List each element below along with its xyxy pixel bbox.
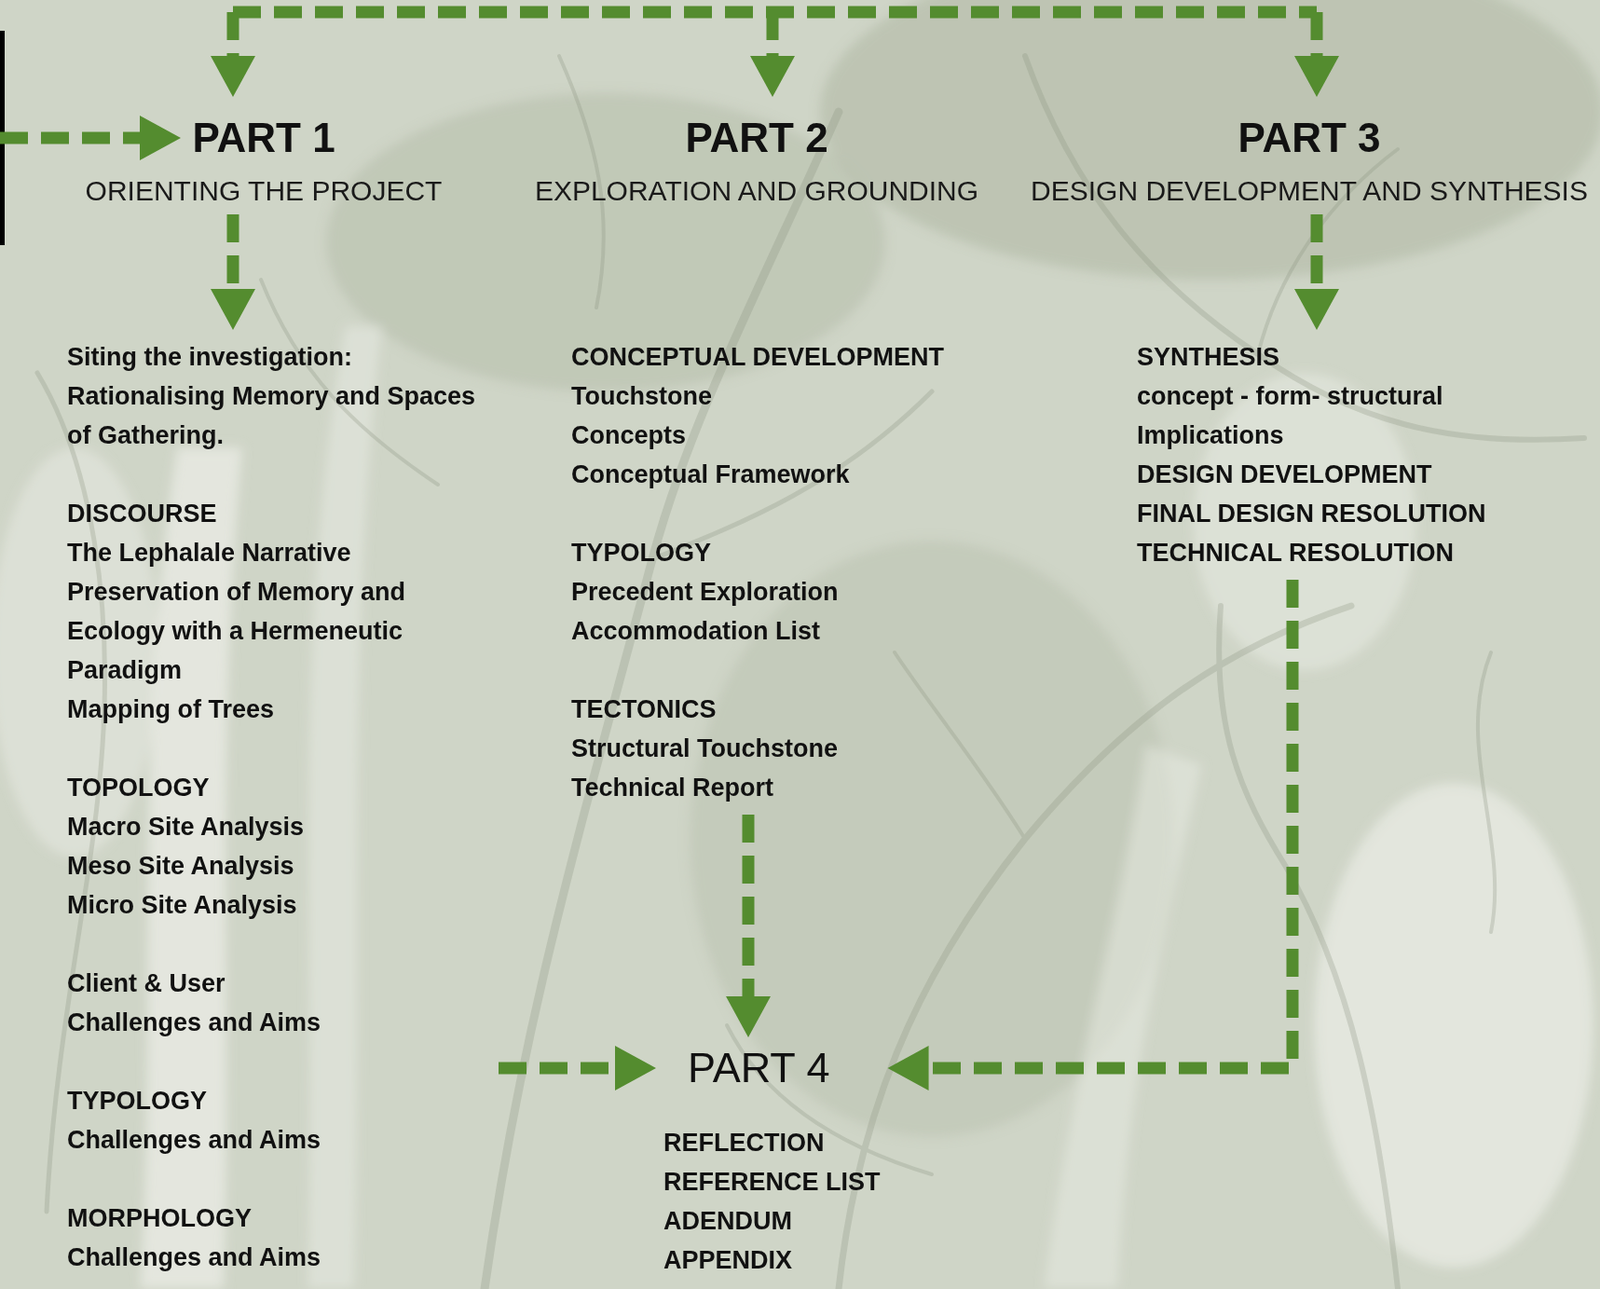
part-subtitle: ORIENTING THE PROJECT <box>85 175 443 207</box>
list-item: Technical Report <box>571 767 1019 807</box>
list-item: Concepts <box>571 415 1019 455</box>
list-item: Challenges and Aims <box>67 1120 492 1160</box>
dashed-line <box>927 579 1293 1068</box>
list-item: DESIGN DEVELOPMENT <box>1136 454 1529 494</box>
arrow-head <box>210 288 256 330</box>
dashed-arrow <box>498 1045 657 1091</box>
list-item: Mapping of Trees <box>67 689 492 729</box>
dashed-line <box>498 1062 617 1075</box>
arrow-head <box>139 115 181 161</box>
list-item: SYNTHESIS <box>1136 337 1529 377</box>
list-item: REFERENCE LIST <box>663 1162 881 1202</box>
arrow-head <box>725 996 771 1038</box>
list-item: FINAL DESIGN RESOLUTION <box>1136 493 1529 534</box>
arrow-head <box>1294 288 1340 330</box>
list-item: TYPOLOGY <box>571 533 1019 573</box>
arrow-head <box>210 55 256 97</box>
dashed-arrow <box>725 814 771 1038</box>
part-title: PART 3 <box>1030 114 1588 162</box>
dashed-arrow <box>210 214 256 330</box>
part-heading: PART 3 DESIGN DEVELOPMENT AND SYNTHESIS <box>1030 114 1588 207</box>
list-item: REFLECTION <box>663 1122 881 1163</box>
part-heading: PART 4 REFLECTIONREFERENCE LISTADENDUMAPP… <box>663 1044 881 1280</box>
topic-list: CONCEPTUAL DEVELOPMENTTouchstoneConcepts… <box>571 337 1019 807</box>
list-item: Structural Touchstone <box>571 728 1019 768</box>
dashed-line <box>227 214 240 291</box>
list-item: ADENDUM <box>663 1201 881 1241</box>
list-item: DISCOURSE <box>67 493 492 534</box>
list-item: TOPOLOGY <box>67 767 492 807</box>
dashed-line <box>1311 214 1324 291</box>
list-item: Preservation of Memory and Ecology with … <box>67 572 492 690</box>
list-item: Meso Site Analysis <box>67 846 492 886</box>
part-title: PART 4 <box>687 1044 881 1092</box>
topic-list: SYNTHESISconcept - form- structural Impl… <box>1136 337 1529 573</box>
part-subtitle: EXPLORATION AND GROUNDING <box>534 175 979 207</box>
top-flow-arrows <box>0 12 1340 161</box>
part-heading: PART 1 ORIENTING THE PROJECT <box>85 114 443 207</box>
list-item: The Lephalale Narrative <box>67 533 492 573</box>
list-item: Challenges and Aims <box>67 1002 492 1042</box>
list-item: Challenges and Aims <box>67 1237 492 1277</box>
dashed-bus <box>232 12 1317 58</box>
dashed-arrow <box>1294 214 1340 330</box>
arrow-head <box>615 1045 657 1091</box>
list-item: CONCEPTUAL DEVELOPMENT <box>571 337 1019 377</box>
list-item: Micro Site Analysis <box>67 885 492 925</box>
list-item: Client & User <box>67 963 492 1003</box>
topic-list: Siting the investigation:Rationalising M… <box>67 337 492 1277</box>
arrow-head <box>888 1045 930 1091</box>
arrow-head <box>750 55 795 97</box>
part-title: PART 2 <box>534 114 979 162</box>
part-heading: PART 2 EXPLORATION AND GROUNDING <box>534 114 979 207</box>
list-item: Touchstone <box>571 376 1019 416</box>
list-item: Accommodation List <box>571 611 1019 651</box>
list-item: Rationalising Memory and Spaces of Gathe… <box>67 376 492 455</box>
list-item: TYPOLOGY <box>67 1080 492 1121</box>
dashed-arrow <box>888 579 1293 1091</box>
list-item: MORPHOLOGY <box>67 1198 492 1238</box>
arrow-head <box>1294 55 1340 97</box>
list-item: Siting the investigation: <box>67 337 492 377</box>
part-subtitle: DESIGN DEVELOPMENT AND SYNTHESIS <box>1030 175 1588 207</box>
list-item: TECHNICAL RESOLUTION <box>1136 533 1529 573</box>
list-item: Macro Site Analysis <box>67 806 492 847</box>
list-item: concept - form- structural Implications <box>1136 376 1529 455</box>
list-item: Precedent Exploration <box>571 572 1019 612</box>
part-title: PART 1 <box>85 114 443 162</box>
list-item: APPENDIX <box>663 1240 881 1280</box>
list-item: Conceptual Framework <box>571 454 1019 494</box>
dashed-line <box>742 814 755 999</box>
list-item: TECTONICS <box>571 689 1019 729</box>
dashed-entry <box>0 132 142 145</box>
